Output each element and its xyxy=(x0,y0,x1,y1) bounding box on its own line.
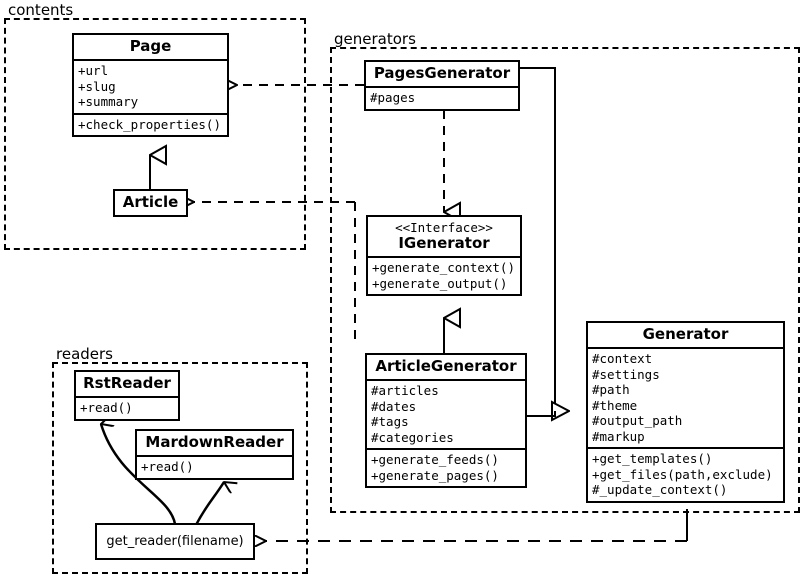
class-pagesgenerator-name: PagesGenerator xyxy=(373,64,511,82)
operation: +generate_feeds() xyxy=(371,452,499,467)
attribute: +summary xyxy=(78,94,139,109)
class-mardownreader-name: MardownReader xyxy=(145,433,284,451)
class-articlegenerator-operations: +generate_feeds() +generate_pages() xyxy=(367,448,525,486)
class-generator-operations: +get_templates() +get_files(path,exclude… xyxy=(588,447,783,501)
class-igenerator-name: <<Interface>> IGenerator xyxy=(368,217,520,256)
package-generators-frame xyxy=(330,47,800,513)
class-pagesgenerator[interactable]: PagesGenerator #pages xyxy=(364,60,520,111)
operation: +read() xyxy=(80,400,133,415)
class-mardownreader-operations: +read() xyxy=(137,455,292,478)
operation: +generate_pages() xyxy=(371,467,499,483)
attribute: #articles xyxy=(371,383,439,398)
class-article[interactable]: Article xyxy=(113,189,188,217)
function-get-reader[interactable]: get_reader(filename) xyxy=(95,523,255,560)
class-rstreader-operations: +read() xyxy=(76,396,178,419)
class-generator-attributes: #context #settings #path #theme #output_… xyxy=(588,347,783,447)
operation: #_update_context() xyxy=(592,482,728,497)
class-page-name: Page xyxy=(129,37,172,55)
operation: +check_properties() xyxy=(78,116,221,132)
operation: +get_files(path,exclude) xyxy=(592,466,773,482)
operation: +generate_output() xyxy=(372,275,508,291)
class-articlegenerator[interactable]: ArticleGenerator #articles #dates #tags … xyxy=(365,353,527,488)
attribute: #dates xyxy=(371,398,417,414)
class-rstreader-name: RstReader xyxy=(83,374,171,392)
package-readers-frame xyxy=(52,362,308,574)
class-igenerator[interactable]: <<Interface>> IGenerator +generate_conte… xyxy=(366,215,522,296)
attribute: #pages xyxy=(370,90,416,105)
class-generator-name: Generator xyxy=(642,325,729,343)
class-page-attributes: +url +slug +summary xyxy=(74,59,227,113)
attribute: #markup xyxy=(592,428,645,444)
class-articlegenerator-name: ArticleGenerator xyxy=(375,357,517,375)
attribute: #output_path xyxy=(592,413,683,428)
class-pagesgenerator-attributes: #pages xyxy=(366,86,518,109)
package-readers-label: readers xyxy=(54,345,115,363)
attribute: #theme xyxy=(592,397,638,413)
function-get-reader-label: get_reader(filename) xyxy=(106,534,244,549)
attribute: #context xyxy=(592,351,653,366)
class-igenerator-label: IGenerator xyxy=(398,234,490,252)
operation: +get_templates() xyxy=(592,451,713,466)
package-generators-label: generators xyxy=(332,30,418,48)
class-igenerator-stereotype: <<Interface>> xyxy=(395,220,493,235)
attribute: #settings xyxy=(592,366,660,382)
class-generator[interactable]: Generator #context #settings #path #them… xyxy=(586,321,785,503)
class-igenerator-operations: +generate_context() +generate_output() xyxy=(368,256,520,294)
class-page-operations: +check_properties() xyxy=(74,112,227,136)
package-contents-label: contents xyxy=(6,1,76,19)
attribute: +slug xyxy=(78,78,116,94)
class-rstreader[interactable]: RstReader +read() xyxy=(74,370,180,421)
class-mardownreader[interactable]: MardownReader +read() xyxy=(135,429,294,480)
attribute: #tags xyxy=(371,414,409,429)
operation: +generate_context() xyxy=(372,260,515,275)
operation: +read() xyxy=(141,459,194,474)
attribute: #categories xyxy=(371,429,454,445)
class-page[interactable]: Page +url +slug +summary +check_properti… xyxy=(72,33,229,137)
package-contents-frame xyxy=(4,18,306,250)
attribute: #path xyxy=(592,382,630,397)
class-article-name: Article xyxy=(122,193,179,211)
class-articlegenerator-attributes: #articles #dates #tags #categories xyxy=(367,379,525,448)
attribute: +url xyxy=(78,63,109,78)
relation-generator-getreader xyxy=(266,509,688,541)
